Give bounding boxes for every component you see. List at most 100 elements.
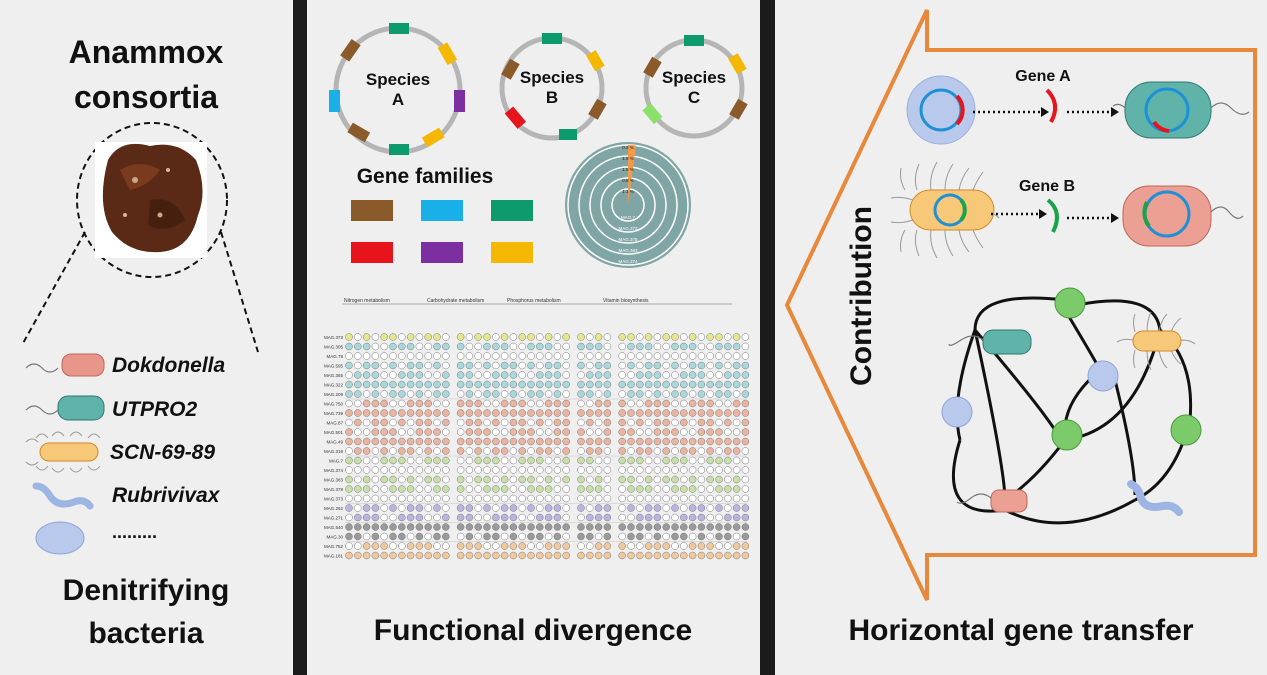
heatmap-cell (715, 428, 723, 436)
heatmap-cell (636, 523, 644, 531)
heatmap-cell (371, 352, 380, 360)
heatmap-cell (732, 333, 741, 341)
heatmap-cell (456, 361, 465, 370)
heatmap-cell (474, 371, 482, 379)
heatmap-cell (653, 333, 662, 341)
heatmap-cell (697, 428, 706, 436)
heatmap-cell (706, 466, 714, 474)
heatmap-cell (653, 494, 662, 503)
heatmap-cell (362, 333, 371, 341)
heatmap-cell (483, 380, 491, 389)
heatmap-cell (706, 456, 714, 465)
heatmap-cell (433, 532, 441, 541)
heatmap-cell (671, 371, 679, 379)
heatmap-cell (706, 532, 714, 541)
heatmap-cell (741, 352, 750, 360)
heatmap-cell (553, 504, 562, 512)
contribution-arrow (784, 9, 1257, 601)
heatmap-cell (527, 466, 535, 474)
heatmap-cell (662, 371, 670, 379)
heatmap-cell (603, 532, 612, 541)
heatmap-cell (527, 485, 535, 493)
heatmap-cell (662, 494, 670, 503)
heatmap-cell (603, 485, 612, 493)
heatmap-cell (662, 532, 670, 541)
heatmap-cell (389, 352, 397, 360)
heatmap-cell (500, 361, 509, 370)
heatmap-cell (544, 551, 553, 560)
heatmap-cell (544, 418, 553, 427)
heatmap-cell (706, 447, 714, 455)
heatmap-cell (406, 437, 415, 446)
heatmap-cell (527, 361, 535, 370)
heatmap-cell (671, 456, 679, 465)
heatmap-cell (594, 361, 603, 370)
heatmap-cell (500, 409, 509, 417)
heatmap-cell (627, 409, 635, 417)
heatmap-cell (406, 485, 415, 493)
heatmap-cell (680, 371, 688, 379)
heatmap-cell (562, 485, 570, 493)
heatmap-cell (627, 494, 635, 503)
heatmap-cell (544, 475, 553, 484)
heatmap-cell (474, 485, 482, 493)
heatmap-cell (415, 409, 424, 417)
heatmap-cell (492, 428, 500, 436)
heatmap-cell (354, 475, 362, 484)
heatmap-cell (536, 456, 544, 465)
heatmap-cell (724, 361, 732, 370)
heatmap-cell (492, 333, 500, 341)
heatmap-cell (715, 513, 723, 522)
heatmap-cell (474, 542, 482, 550)
heatmap-cell (354, 532, 362, 541)
heatmap-cell (380, 504, 388, 512)
donut-label-1: MAG.373 (618, 226, 638, 231)
heatmap-cell (636, 352, 644, 360)
heatmap-cell (724, 428, 732, 436)
heatmap-cell (500, 390, 509, 398)
heatmap-cell (644, 485, 653, 493)
heatmap-cell (456, 333, 465, 341)
heatmap-cell (618, 428, 626, 436)
heatmap-cell (380, 542, 388, 550)
heatmap-cell (492, 399, 500, 408)
heatmap-cell (562, 532, 570, 541)
heatmap-cell (371, 494, 380, 503)
heatmap-cell (518, 447, 526, 455)
donut-percent-2: 1.5 % (622, 167, 634, 172)
heatmap-cell (433, 494, 441, 503)
heatmap-cell (662, 390, 670, 398)
heatmap-cell (354, 494, 362, 503)
heatmap-cell (636, 390, 644, 398)
heatmap-cell (586, 532, 594, 541)
heatmap-cell (518, 475, 526, 484)
heatmap-cell (345, 380, 353, 389)
heatmap-cell (618, 352, 626, 360)
heatmap-cell (715, 551, 723, 560)
heatmap-cell (518, 418, 526, 427)
heatmap-cell (456, 342, 465, 351)
heatmap-cell (433, 485, 441, 493)
heatmap-cell (527, 437, 535, 446)
heatmap-cell (527, 409, 535, 417)
heatmap-cell (380, 466, 388, 474)
heatmap-cell (536, 542, 544, 550)
heatmap-cell (618, 418, 626, 427)
heatmap-cell (424, 418, 432, 427)
heatmap-cell (492, 380, 500, 389)
heatmap-cell (415, 418, 424, 427)
heatmap-cell (492, 371, 500, 379)
heatmap-cell (527, 371, 535, 379)
heatmap-cell (544, 390, 553, 398)
heatmap-cell (442, 428, 450, 436)
heatmap-cell (603, 456, 612, 465)
heatmap-cell (662, 342, 670, 351)
heatmap-cell (577, 523, 585, 531)
heatmap-group-0: Nitrogen metabolism (344, 298, 390, 304)
heatmap-cell (483, 494, 491, 503)
heatmap-cell (380, 418, 388, 427)
heatmap-cell (553, 523, 562, 531)
heatmap-cell (671, 361, 679, 370)
heatmap-cell (697, 333, 706, 341)
heatmap-cell (577, 352, 585, 360)
